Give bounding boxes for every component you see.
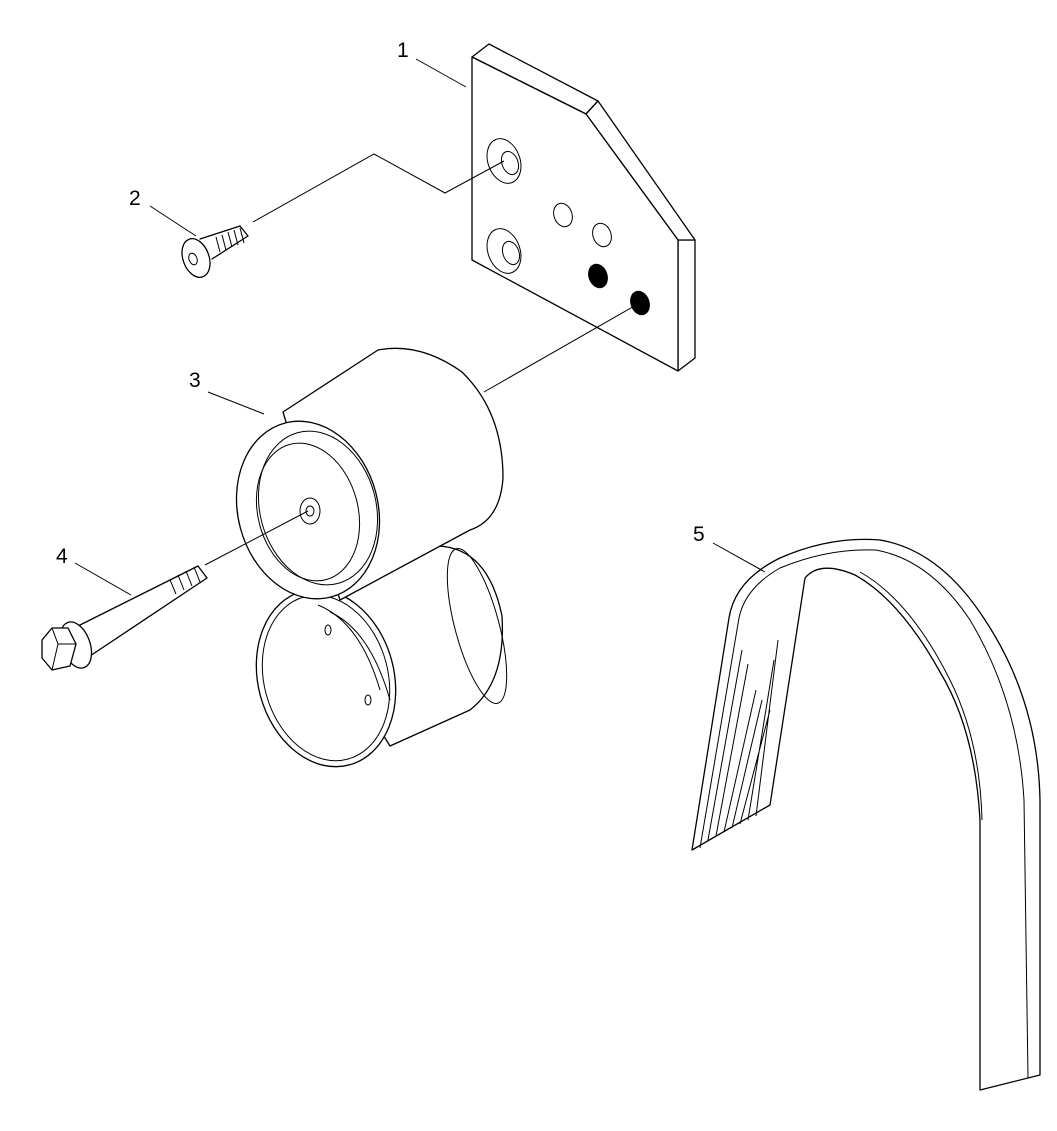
poly-v-belt bbox=[691, 538, 1041, 1091]
callout-4: 4 bbox=[56, 545, 68, 568]
callout-5: 5 bbox=[693, 523, 705, 546]
flange-bolt bbox=[41, 565, 208, 671]
idler-pulley bbox=[235, 347, 508, 768]
callout-labels: 1 2 3 4 5 bbox=[56, 39, 705, 568]
callout-3: 3 bbox=[189, 369, 201, 392]
bracket-plate bbox=[471, 43, 696, 372]
callout-1: 1 bbox=[397, 39, 409, 62]
callout-2: 2 bbox=[129, 187, 141, 210]
leader-lines bbox=[74, 58, 766, 596]
countersunk-screw bbox=[181, 225, 249, 278]
